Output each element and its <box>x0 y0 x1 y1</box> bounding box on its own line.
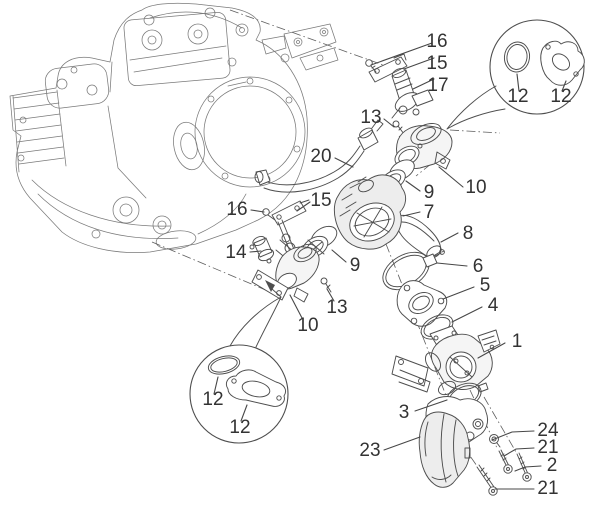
callout-21-upper: 21 <box>537 437 558 458</box>
tps-sensor-17 <box>391 67 434 119</box>
throttle-body-1 <box>391 325 501 396</box>
axis-engine-to-bracket <box>229 9 387 67</box>
callout-8: 8 <box>463 223 474 244</box>
screw-13-top <box>392 120 405 135</box>
screw-21-lower <box>476 464 498 496</box>
callout-14: 14 <box>225 242 247 263</box>
callout-13-left: 13 <box>326 297 347 318</box>
callout-1: 1 <box>512 331 523 352</box>
detail-balloon-bottom <box>189 280 289 444</box>
callout-7: 7 <box>424 202 435 223</box>
axis-manifold-to-balloon <box>449 129 501 134</box>
callout-16-top: 16 <box>426 31 447 52</box>
callout-6: 6 <box>473 256 484 277</box>
callout-17: 17 <box>427 75 448 96</box>
callout-2: 2 <box>547 455 558 476</box>
leader-lines <box>213 42 567 490</box>
callout-16-left: 16 <box>226 199 247 220</box>
callout-12-balloon-top-a: 12 <box>507 86 528 107</box>
nut-24 <box>489 434 501 448</box>
callout-13-top: 13 <box>360 107 381 128</box>
engine-block-drawing <box>9 2 339 253</box>
callout-21-lower: 21 <box>537 478 558 499</box>
cover-23 <box>418 411 471 488</box>
callout-12-balloon-top-b: 12 <box>550 86 571 107</box>
callout-10-right: 10 <box>465 177 486 198</box>
callout-3: 3 <box>399 402 410 423</box>
callout-9-top: 9 <box>424 182 435 203</box>
sensor-14 <box>249 235 275 264</box>
sensor-bracket-15-top <box>368 53 408 83</box>
callout-20: 20 <box>310 146 331 167</box>
gasket-12-top <box>540 40 585 86</box>
callout-23: 23 <box>359 440 380 461</box>
callout-9-left: 9 <box>350 255 361 276</box>
callout-5: 5 <box>480 275 491 296</box>
axis-engine-to-balloon <box>151 241 269 292</box>
callout-15-left: 15 <box>310 190 331 211</box>
callout-12-balloon-bottom-b: 12 <box>229 417 250 438</box>
air-inlet-7 <box>334 174 407 250</box>
detail-balloon-top <box>446 19 585 130</box>
adapter-flange-5 <box>396 280 448 327</box>
intake-manifold-10-left <box>251 243 320 303</box>
screw-2 <box>516 452 532 482</box>
callout-15-top: 15 <box>426 53 447 74</box>
gasket-12-bottom <box>225 369 287 407</box>
screw-13-left <box>320 277 332 293</box>
callout-labels: 16 15 17 13 20 9 10 7 8 16 15 14 9 13 10… <box>202 31 571 499</box>
hose-clamp-6 <box>382 249 445 291</box>
callout-12-balloon-bottom-a: 12 <box>202 389 223 410</box>
callout-10-left: 10 <box>297 315 318 336</box>
screw-21-upper <box>498 449 513 474</box>
callout-4: 4 <box>488 295 499 316</box>
o-ring-12-bottom <box>207 355 241 375</box>
sensor-bracket-15-left <box>271 199 310 226</box>
breather-hose-20 <box>254 119 384 193</box>
callout-24: 24 <box>537 420 559 441</box>
o-ring-12-top <box>503 41 531 73</box>
air-duct-8 <box>395 214 442 259</box>
